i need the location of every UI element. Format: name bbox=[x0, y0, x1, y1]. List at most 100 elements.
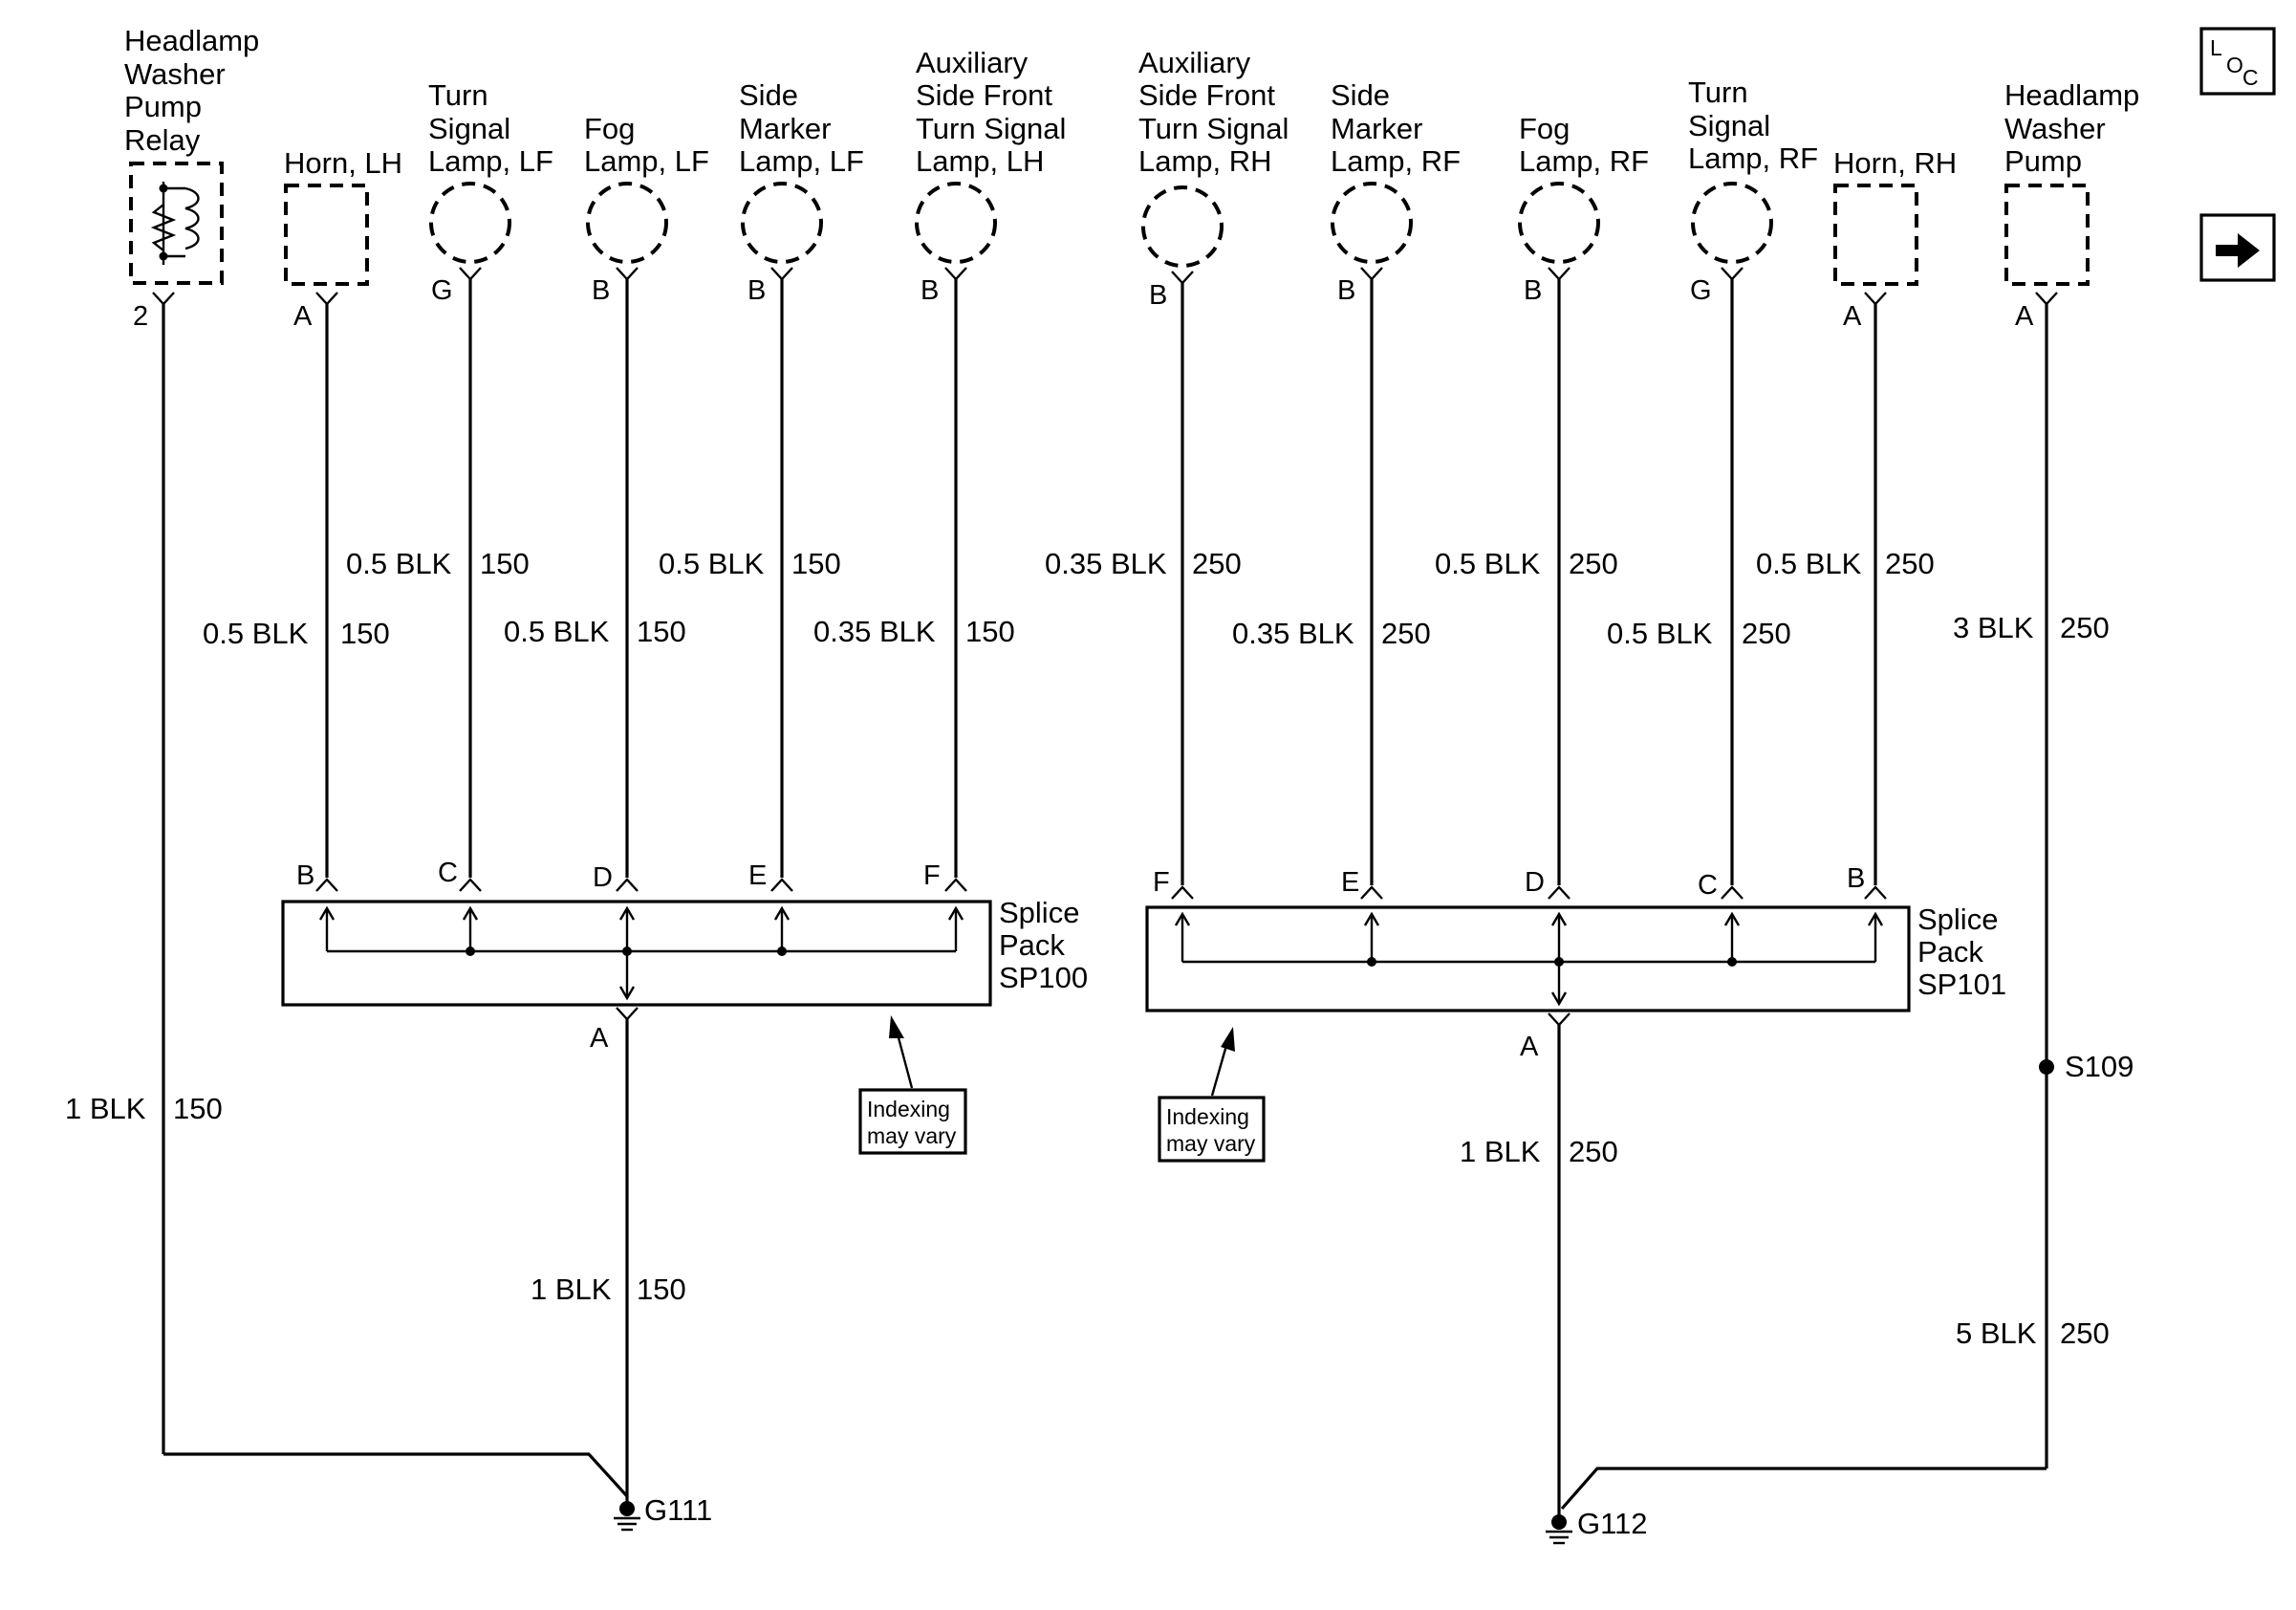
svg-text:Splice: Splice bbox=[999, 896, 1079, 929]
pin-aux-lh: B bbox=[921, 275, 939, 306]
svg-text:Signal: Signal bbox=[1688, 109, 1770, 142]
pin-side-rf: B bbox=[1337, 275, 1355, 306]
right-arrow-icon[interactable] bbox=[2199, 213, 2276, 282]
svg-text:Lamp, LH: Lamp, LH bbox=[916, 144, 1044, 178]
svg-text:Pack: Pack bbox=[999, 928, 1065, 962]
wire-label-sp100-ground: 1 BLK 150 bbox=[531, 1273, 686, 1306]
wires bbox=[162, 279, 2048, 1520]
horn-rh-symbol bbox=[1833, 184, 1918, 286]
horn-lh-symbol bbox=[284, 184, 369, 286]
svg-text:0.5 BLK: 0.5 BLK bbox=[504, 615, 610, 648]
svg-text:Lamp, LF: Lamp, LF bbox=[428, 144, 553, 178]
wire-label-s109-ground: 5 BLK 250 bbox=[1956, 1316, 2110, 1350]
svg-text:150: 150 bbox=[637, 1273, 686, 1306]
indexing-note-sp100: Indexing may vary bbox=[858, 1015, 967, 1155]
relay-label: Headlamp Washer Pump Relay bbox=[124, 24, 259, 157]
svg-text:A: A bbox=[590, 1023, 609, 1054]
svg-text:150: 150 bbox=[637, 615, 686, 648]
svg-text:Splice: Splice bbox=[1917, 903, 1998, 936]
svg-text:Lamp, LF: Lamp, LF bbox=[584, 144, 709, 178]
svg-text:3 BLK: 3 BLK bbox=[1953, 611, 2034, 644]
svg-text:150: 150 bbox=[965, 615, 1015, 648]
svg-text:Headlamp: Headlamp bbox=[2004, 78, 2139, 112]
svg-text:E: E bbox=[748, 860, 767, 891]
fog-lamp-lf-symbol bbox=[586, 182, 668, 264]
svg-text:Side Front: Side Front bbox=[1138, 78, 1275, 112]
aux-turn-signal-lamp-lh-symbol bbox=[915, 182, 997, 264]
svg-text:1 BLK: 1 BLK bbox=[65, 1092, 146, 1125]
svg-text:1 BLK: 1 BLK bbox=[1460, 1135, 1541, 1168]
splice-pack-sp100: B C D E F A Splice Pack SP100 bbox=[281, 858, 1088, 1054]
svg-text:Relay: Relay bbox=[124, 123, 201, 157]
svg-text:0.5 BLK: 0.5 BLK bbox=[1435, 547, 1541, 580]
pin-horn-lh: A bbox=[293, 301, 313, 332]
svg-text:SP101: SP101 bbox=[1917, 968, 2006, 1001]
side-marker-lamp-lf-symbol bbox=[741, 182, 823, 264]
relay-symbol bbox=[129, 162, 224, 285]
svg-text:may vary: may vary bbox=[1166, 1131, 1256, 1156]
svg-text:Auxiliary: Auxiliary bbox=[1138, 46, 1251, 79]
wire-label-turn-rf: 0.5 BLK 250 bbox=[1607, 617, 1791, 650]
svg-text:Side Front: Side Front bbox=[916, 78, 1052, 112]
svg-text:Marker: Marker bbox=[739, 112, 831, 145]
horn-lh-label: Horn, LH bbox=[284, 146, 402, 180]
svg-text:250: 250 bbox=[2060, 611, 2110, 644]
svg-text:Fog: Fog bbox=[584, 112, 635, 145]
svg-text:Pump: Pump bbox=[2004, 144, 2082, 178]
svg-text:O: O bbox=[2226, 53, 2243, 77]
svg-text:0.5 BLK: 0.5 BLK bbox=[1607, 617, 1713, 650]
wire-label-aux-rh: 0.35 BLK 250 bbox=[1045, 547, 1242, 580]
svg-text:SP100: SP100 bbox=[999, 961, 1088, 994]
svg-text:Washer: Washer bbox=[124, 57, 226, 91]
svg-text:C: C bbox=[2242, 65, 2259, 90]
wire-label-fog-rf: 0.5 BLK 250 bbox=[1435, 547, 1618, 580]
splice-s109: S109 bbox=[2039, 1050, 2134, 1083]
wire-label-turn-lf: 0.5 BLK 150 bbox=[346, 547, 530, 580]
svg-text:Headlamp: Headlamp bbox=[124, 24, 259, 57]
svg-text:0.5 BLK: 0.5 BLK bbox=[659, 547, 765, 580]
svg-text:may vary: may vary bbox=[867, 1123, 957, 1148]
svg-text:1 BLK: 1 BLK bbox=[531, 1273, 612, 1306]
svg-text:Indexing: Indexing bbox=[1166, 1104, 1249, 1129]
svg-text:B: B bbox=[296, 860, 314, 891]
svg-text:Turn Signal: Turn Signal bbox=[1138, 112, 1289, 145]
svg-text:150: 150 bbox=[791, 547, 841, 580]
aux-side-front-turn-signal-lamp-rh-label: Auxiliary Side Front Turn Signal Lamp, R… bbox=[1138, 46, 1289, 178]
svg-text:Pump: Pump bbox=[124, 90, 202, 123]
headlamp-washer-pump-symbol bbox=[2004, 184, 2090, 286]
svg-text:0.35 BLK: 0.35 BLK bbox=[813, 615, 936, 648]
svg-text:G112: G112 bbox=[1577, 1507, 1648, 1540]
svg-text:250: 250 bbox=[1885, 547, 1935, 580]
pin-pump: A bbox=[2015, 301, 2034, 332]
svg-text:250: 250 bbox=[1742, 617, 1791, 650]
wire-label-horn-lh: 0.5 BLK 150 bbox=[203, 617, 390, 650]
svg-text:Washer: Washer bbox=[2004, 112, 2106, 145]
location-icon[interactable]: L O C bbox=[2199, 27, 2276, 96]
svg-text:Horn, LH: Horn, LH bbox=[284, 146, 402, 180]
svg-text:Turn: Turn bbox=[428, 78, 488, 112]
svg-text:Indexing: Indexing bbox=[867, 1097, 950, 1121]
turn-signal-lamp-rf-label: Turn Signal Lamp, RF bbox=[1688, 76, 1818, 175]
svg-text:C: C bbox=[438, 858, 458, 888]
svg-text:Lamp, RF: Lamp, RF bbox=[1519, 144, 1649, 178]
wire-label-fog-lf: 0.5 BLK 150 bbox=[504, 615, 686, 648]
fog-lamp-rf-symbol bbox=[1518, 182, 1600, 264]
fog-lamp-lf-label: Fog Lamp, LF bbox=[584, 112, 709, 178]
svg-text:250: 250 bbox=[1569, 1135, 1618, 1168]
pin-aux-rh: B bbox=[1149, 280, 1167, 311]
splice-pack-sp101: F E D C B A Splice Pack SP101 bbox=[1145, 863, 2006, 1062]
wire-label-sp101-ground: 1 BLK 250 bbox=[1460, 1135, 1618, 1168]
indexing-note-sp101: Indexing may vary bbox=[1158, 1027, 1266, 1163]
svg-text:5 BLK: 5 BLK bbox=[1956, 1316, 2037, 1350]
svg-text:Turn: Turn bbox=[1688, 76, 1748, 109]
svg-text:250: 250 bbox=[1381, 617, 1431, 650]
svg-text:S109: S109 bbox=[2065, 1050, 2134, 1083]
side-marker-lamp-rf-label: Side Marker Lamp, RF bbox=[1331, 78, 1461, 178]
wire-label-pump: 3 BLK 250 bbox=[1953, 611, 2110, 644]
svg-text:250: 250 bbox=[2060, 1316, 2110, 1350]
svg-text:0.35 BLK: 0.35 BLK bbox=[1045, 547, 1167, 580]
svg-text:Marker: Marker bbox=[1331, 112, 1422, 145]
svg-text:0.5 BLK: 0.5 BLK bbox=[346, 547, 452, 580]
side-marker-lamp-lf-label: Side Marker Lamp, LF bbox=[739, 78, 864, 178]
